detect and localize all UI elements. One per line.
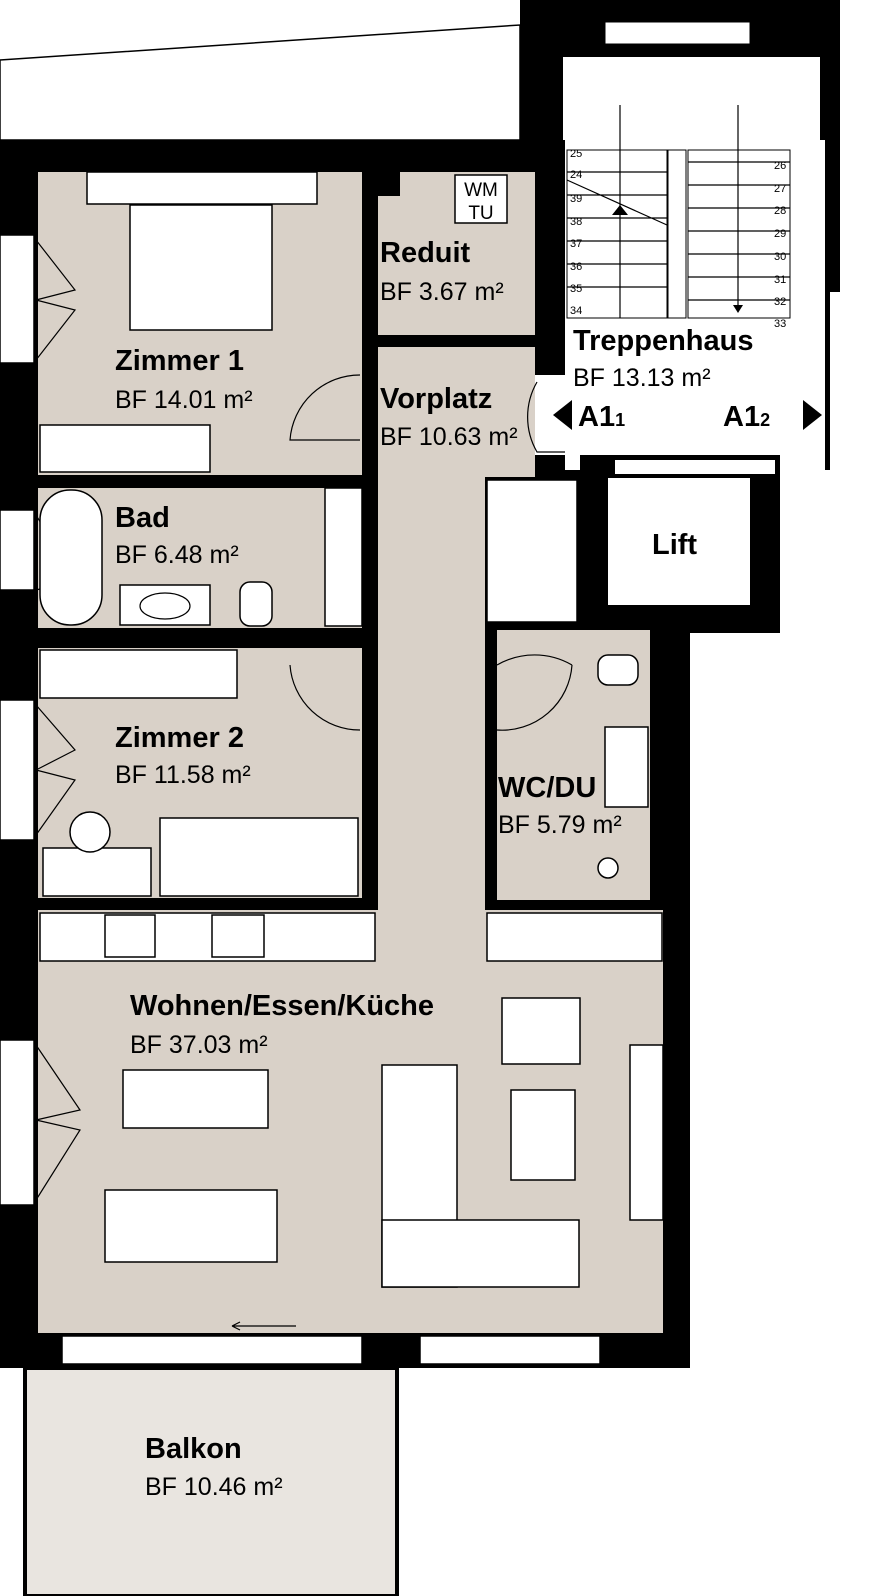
- kitchen-counter: [39, 912, 376, 962]
- stair-eye: [667, 149, 687, 319]
- kitchen-sink-icon: [104, 914, 156, 958]
- room-area-wcdu: BF 5.79 m²: [498, 811, 622, 839]
- balkon-floor: [23, 1366, 399, 1596]
- sink-bad: [119, 584, 211, 626]
- window-wohnen: [0, 1039, 35, 1206]
- armchair-icon: [501, 997, 581, 1065]
- step-number: 39: [570, 193, 582, 205]
- window-swings: [35, 239, 81, 1201]
- sliding-arrow-icon: [231, 1321, 296, 1331]
- chair-icon: [69, 811, 111, 853]
- room-name-lift: Lift: [652, 529, 697, 561]
- step-number: 25: [570, 148, 582, 160]
- room-name-bad: Bad: [115, 502, 170, 534]
- desk-zimmer2: [42, 847, 152, 897]
- unit-right-arrow-icon: [803, 400, 822, 430]
- lift-cabin: [608, 478, 750, 605]
- step-number: 29: [774, 228, 786, 240]
- room-area-zimmer1: BF 14.01 m²: [115, 386, 253, 414]
- stair-window: [604, 21, 751, 45]
- dryer-label: TU: [468, 203, 493, 224]
- shower-drain-icon: [597, 857, 619, 879]
- window-zimmer1: [0, 234, 35, 364]
- step-number: 34: [570, 305, 582, 317]
- step-number: 24: [570, 169, 582, 181]
- balcony-door: [419, 1335, 601, 1365]
- step-number: 28: [774, 205, 786, 217]
- bathtub-icon: [39, 489, 103, 626]
- room-area-vorplatz: BF 10.63 m²: [380, 423, 518, 451]
- window-bad: [0, 509, 35, 591]
- sink-wc: [604, 726, 649, 808]
- cabinet-wohnen: [486, 912, 663, 962]
- door-wcdu: [496, 654, 573, 731]
- wardrobe-zimmer1: [39, 424, 211, 473]
- room-name-reduit: Reduit: [380, 237, 471, 269]
- step-number: 30: [774, 251, 786, 263]
- room-area-balkon: BF 10.46 m²: [145, 1473, 283, 1501]
- outside-lift: [780, 470, 886, 630]
- unit-label-right: A12: [723, 401, 770, 433]
- kitchen-island: [122, 1069, 269, 1129]
- sofa-icon: [381, 1219, 580, 1288]
- door-zimmer2: [289, 664, 361, 731]
- window-sliding: [61, 1335, 363, 1365]
- wardrobe-vorplatz: [486, 479, 578, 623]
- wardrobe-zimmer2: [39, 649, 238, 699]
- room-area-bad: BF 6.48 m²: [115, 541, 239, 569]
- room-name-zimmer1: Zimmer 1: [115, 345, 244, 377]
- step-number: 33: [774, 318, 786, 330]
- reduit-notch: [378, 172, 400, 196]
- unit-left-arrow-icon: [553, 400, 572, 430]
- stair-up-arrow-icon: [612, 205, 628, 215]
- step-number: 27: [774, 183, 786, 195]
- window-zimmer2: [0, 699, 35, 841]
- room-name-vorplatz: Vorplatz: [380, 383, 492, 415]
- sliding-doors: [225, 341, 530, 481]
- room-area-treppenhaus: BF 13.13 m²: [573, 364, 711, 392]
- lift-door: [615, 460, 775, 474]
- stair-down-arrow-icon: [733, 305, 743, 313]
- step-number: 37: [570, 238, 582, 250]
- toilet-wc-icon: [597, 654, 639, 686]
- step-number: 36: [570, 261, 582, 273]
- terrace-outline: [0, 24, 521, 141]
- coffee-table: [510, 1089, 576, 1181]
- step-number: 35: [570, 283, 582, 295]
- room-area-reduit: BF 3.67 m²: [380, 278, 504, 306]
- step-number: 26: [774, 160, 786, 172]
- stair-flight-left: [566, 149, 668, 319]
- tv-sideboard: [629, 1044, 664, 1221]
- staircase: 25 24 39 38 37 36 35 34 26 27 28 29 30 3…: [566, 105, 791, 330]
- room-name-balkon: Balkon: [145, 1433, 242, 1465]
- step-number: 31: [774, 274, 786, 286]
- room-name-wcdu: WC/DU: [498, 772, 596, 804]
- outside: [690, 630, 886, 1370]
- door-zimmer1: [289, 374, 361, 441]
- room-name-treppenhaus: Treppenhaus: [573, 325, 754, 357]
- unit-label-left: A11: [578, 401, 625, 433]
- bed-zimmer2-icon: [159, 817, 359, 897]
- stair-flight-right: [687, 149, 791, 319]
- step-number: 32: [774, 296, 786, 308]
- door-entrance: [527, 381, 565, 453]
- vorplatz-floor: [378, 347, 535, 477]
- stove-icon: [211, 914, 265, 958]
- sink-basin-icon: [139, 592, 191, 620]
- washer-dryer-icon: [454, 174, 508, 224]
- stair-divider: [535, 140, 565, 375]
- step-number: 38: [570, 216, 582, 228]
- toilet-bad-icon: [239, 581, 273, 627]
- room-name-wohnen: Wohnen/Essen/Küche: [130, 990, 434, 1022]
- bed-icon: [129, 204, 273, 331]
- washer-label: WM: [464, 180, 498, 201]
- bed-headboard: [86, 171, 318, 205]
- room-name-zimmer2: Zimmer 2: [115, 722, 244, 754]
- corridor-floor: [378, 470, 485, 910]
- room-area-zimmer2: BF 11.58 m²: [115, 761, 251, 789]
- dining-table: [104, 1189, 278, 1263]
- stair-treads: [566, 105, 790, 318]
- cabinet-bad: [324, 487, 363, 627]
- room-area-wohnen: BF 37.03 m²: [130, 1031, 268, 1059]
